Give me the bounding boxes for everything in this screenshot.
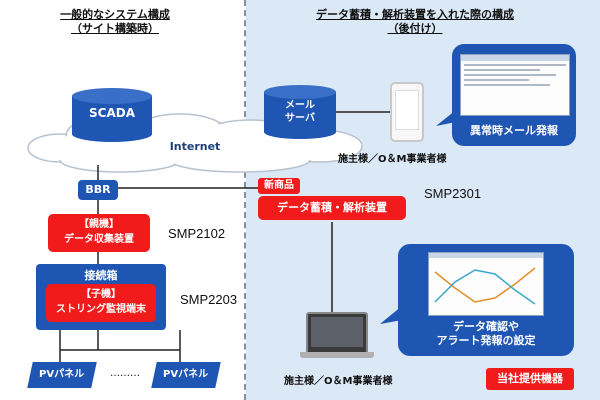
chart-window-icon (428, 252, 544, 316)
right-title: データ蓄積・解析装置を入れた際の構成 （後付け） (290, 8, 540, 36)
parent-device-name: データ収集装置 (64, 234, 134, 245)
child-model-label: SMP2203 (180, 292, 238, 307)
bubble-tail-bottom (380, 306, 402, 324)
mail-server-label: メール サーバ (264, 99, 336, 125)
owner-label-bottom: 施主様／O＆M事業者様 (284, 376, 393, 387)
mail-server-line1: メール (285, 100, 315, 111)
alert-mail-bubble: 異常時メール発報 (452, 44, 576, 146)
child-device-box: 【子機】 ストリング監視端末 (46, 284, 156, 322)
right-title-line2: （後付け） (387, 22, 443, 35)
settings-text: データ確認や アラート発報の設定 (398, 320, 574, 348)
mail-server-line2: サーバ (285, 113, 315, 124)
internet-label: Internet (169, 140, 221, 153)
alert-mail-text: 異常時メール発報 (470, 124, 558, 137)
settings-bubble: データ確認や アラート発報の設定 (398, 244, 574, 356)
pv-panel-right: PVパネル (151, 362, 221, 388)
junction-label: 接続箱 (84, 269, 118, 282)
right-title-line1: データ蓄積・解析装置を入れた際の構成 (316, 8, 514, 21)
laptop-icon (306, 312, 368, 356)
pv-panel-left: PVパネル (27, 362, 97, 388)
smartphone-icon (390, 82, 424, 142)
parent-model-label: SMP2102 (168, 226, 226, 241)
supplied-equipment-badge: 当社提供機器 (486, 368, 574, 390)
pv-dots: ……… (110, 368, 140, 379)
analysis-device-box: データ蓄積・解析装置 (258, 196, 406, 220)
settings-text-line2: アラート発報の設定 (436, 334, 536, 347)
pv-panel-left-label: PVパネル (39, 369, 85, 380)
chart-thumbnail-icon (434, 267, 536, 305)
mail-window-icon (460, 54, 570, 116)
scada-cylinder (72, 88, 152, 142)
pv-panel-right-label: PVパネル (163, 369, 209, 380)
bbr-box: BBR (78, 180, 118, 200)
left-title-line1: 一般的なシステム構成 (60, 8, 170, 21)
divider-dashed-line (244, 0, 246, 400)
child-device-name: ストリング監視端末 (56, 304, 146, 315)
laptop-base (300, 352, 374, 358)
scada-label: SCADA (89, 106, 135, 120)
owner-label-top: 施主様／O＆M事業者様 (338, 154, 447, 165)
settings-text-line1: データ確認や (453, 320, 519, 333)
analysis-device-model: SMP2301 (424, 186, 482, 201)
left-title-line2: （サイト構築時） (71, 22, 159, 35)
child-device-tag: 【子機】 (81, 289, 121, 300)
left-title: 一般的なシステム構成 （サイト構築時） (40, 8, 190, 36)
mail-server-cylinder (264, 85, 336, 139)
parent-device-box: 【親機】 データ収集装置 (48, 214, 150, 252)
bubble-tail-top (436, 110, 456, 126)
parent-device-tag: 【親機】 (79, 219, 119, 230)
new-product-badge: 新商品 (258, 178, 300, 194)
